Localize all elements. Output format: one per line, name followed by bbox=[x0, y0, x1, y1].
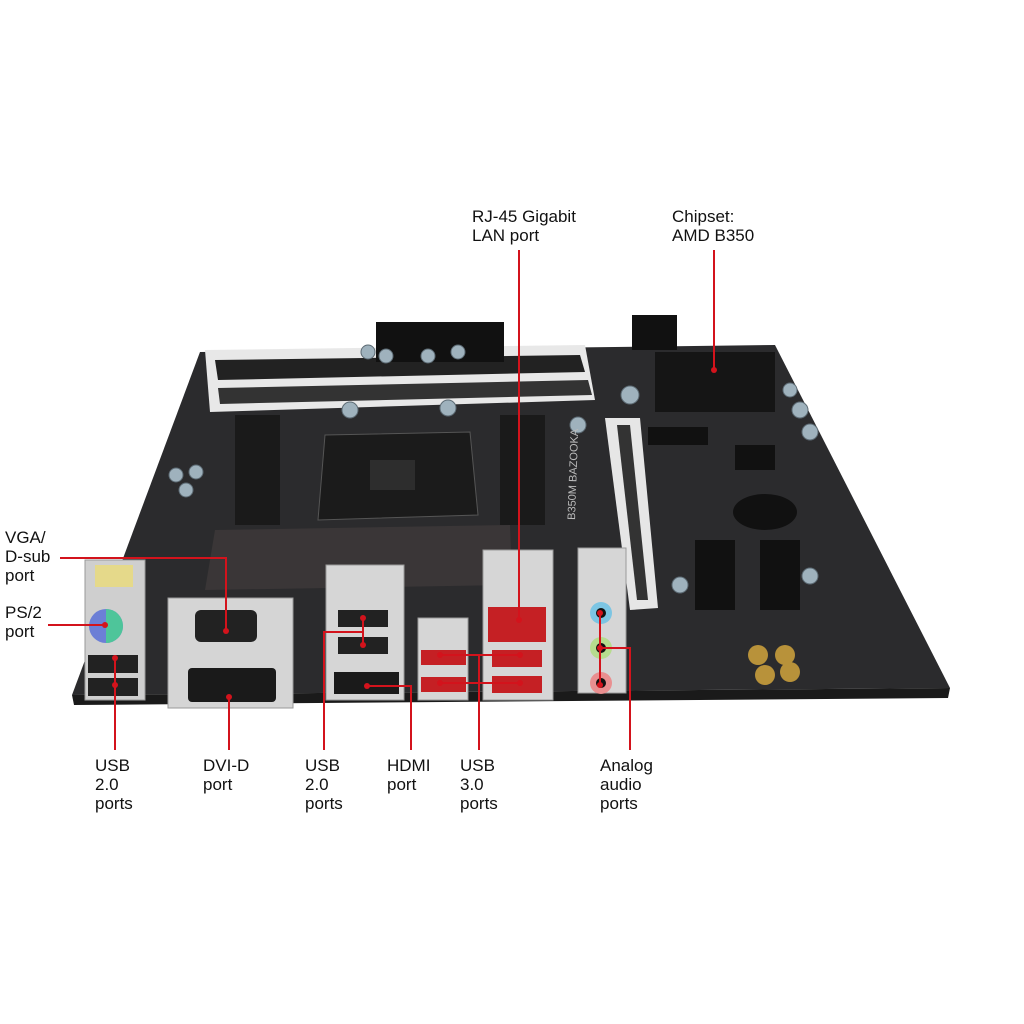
usb3-port bbox=[492, 676, 542, 693]
capacitors bbox=[168, 344, 819, 594]
atx-power-connector bbox=[376, 322, 504, 362]
label-vga: VGA/ D-sub port bbox=[5, 528, 51, 585]
label-audio: Analog audio ports bbox=[600, 756, 653, 813]
usb3-port bbox=[421, 650, 466, 665]
label-ps2: PS/2 port bbox=[5, 603, 42, 641]
usb3-port bbox=[492, 650, 542, 667]
board-silkscreen: B350M BAZOOKA bbox=[566, 428, 581, 520]
hdmi-port bbox=[334, 672, 399, 694]
vrm-heatsink bbox=[205, 525, 512, 590]
usb2-port bbox=[88, 655, 138, 673]
dvi-port bbox=[188, 668, 276, 702]
audio-capacitors bbox=[748, 645, 800, 685]
label-usb2-left: USB 2.0 ports bbox=[95, 756, 133, 813]
rj45-port bbox=[488, 607, 546, 642]
label-chipset: Chipset: AMD B350 bbox=[672, 207, 755, 245]
cmos-battery bbox=[733, 494, 797, 530]
label-rj45: RJ-45 Gigabit LAN port bbox=[472, 207, 576, 245]
callout-dots bbox=[102, 367, 717, 700]
label-usb2-mid: USB 2.0 ports bbox=[305, 756, 343, 813]
label-usb3: USB 3.0 ports bbox=[460, 756, 498, 813]
label-dvi: DVI-D port bbox=[203, 756, 250, 794]
usb3-port bbox=[421, 677, 466, 692]
label-hdmi: HDMI port bbox=[387, 756, 431, 794]
